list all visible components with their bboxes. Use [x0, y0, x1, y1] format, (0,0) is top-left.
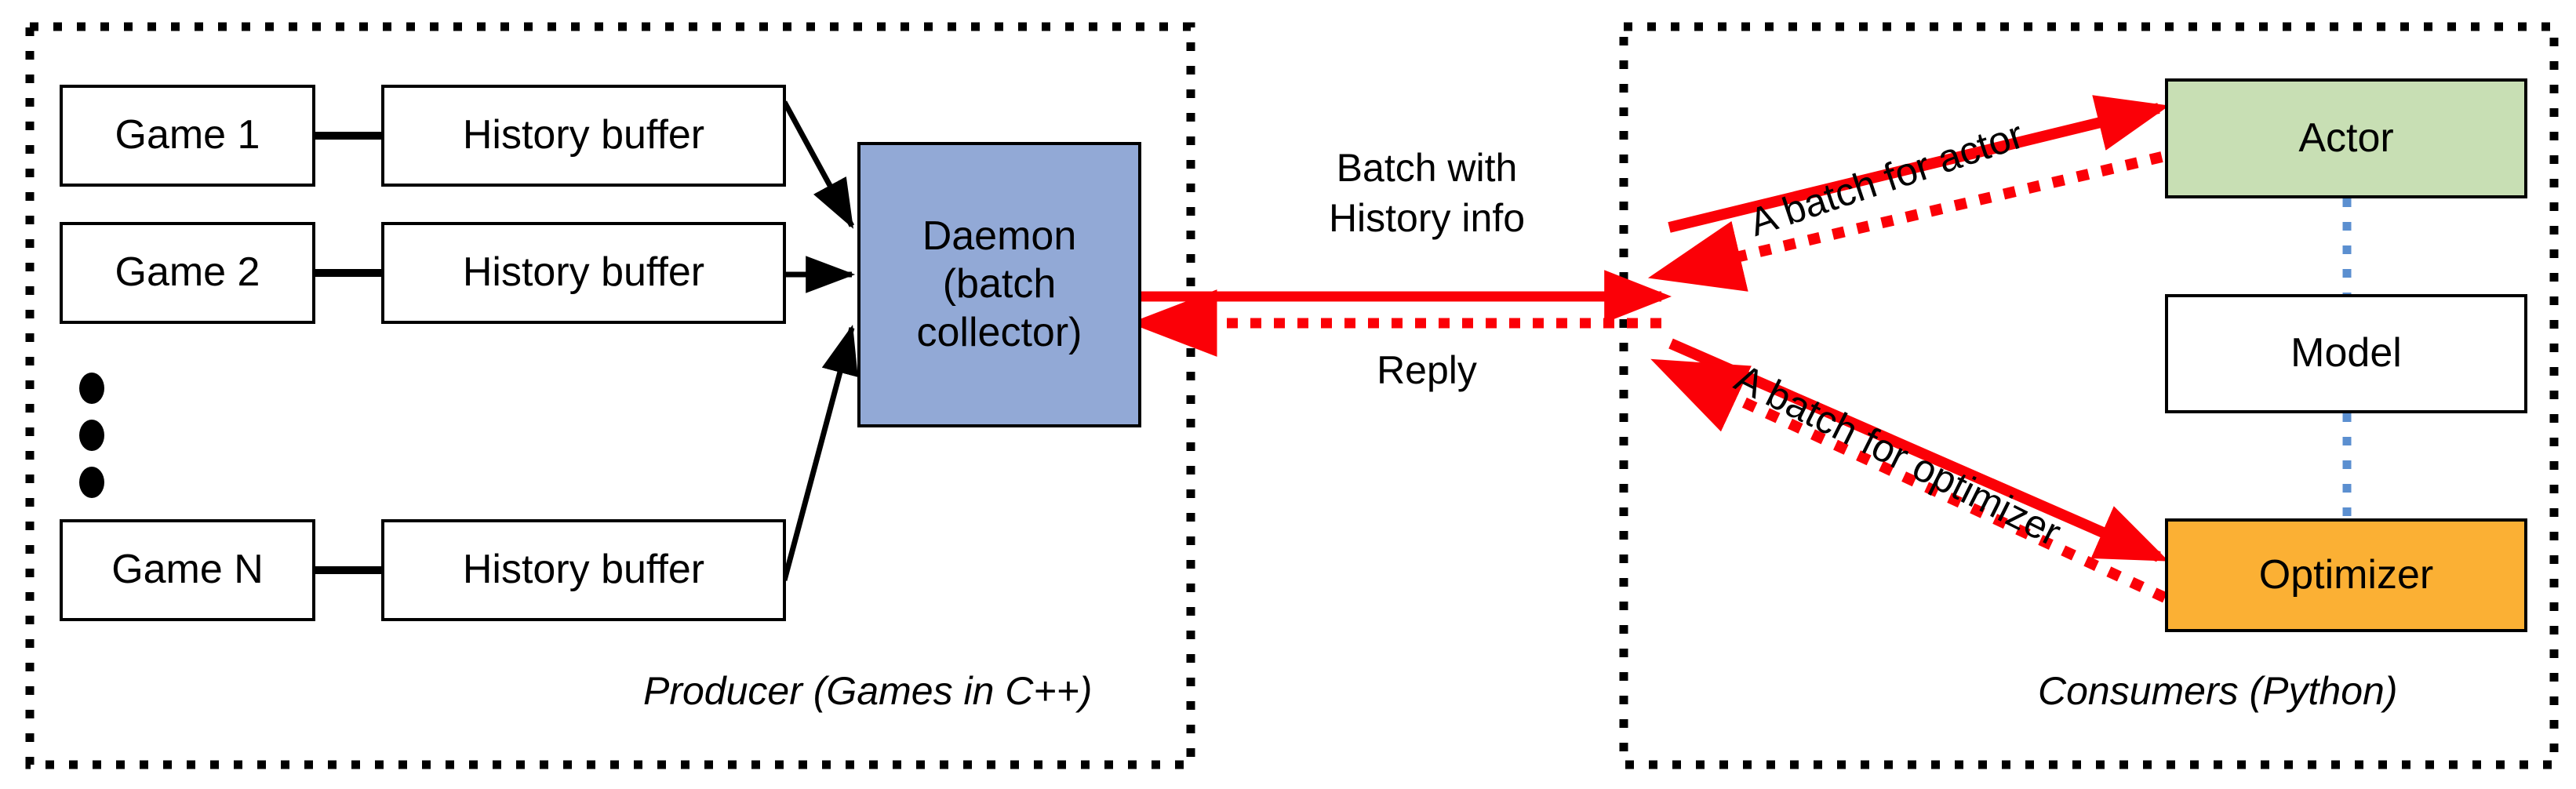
optimizer-box[interactable]: Optimizer: [2165, 518, 2527, 632]
history-buffer-box-2-label: History buffer: [462, 249, 705, 296]
daemon-box-label: Daemon (batch collector): [916, 213, 1082, 355]
history-buffer-box-2[interactable]: History buffer: [381, 222, 786, 324]
arrow-batch-for-actor: [1668, 95, 2170, 233]
ellipsis-dot-3: [79, 467, 104, 498]
arrow-buffer1-to-daemon: [781, 100, 855, 229]
history-buffer-box-1-label: History buffer: [462, 112, 705, 158]
arrow-optimizer-reply: [1650, 358, 2167, 603]
history-buffer-box-n-label: History buffer: [462, 547, 705, 593]
optimizer-box-label: Optimizer: [2258, 551, 2434, 598]
game-box-1[interactable]: Game 1: [60, 85, 315, 187]
history-buffer-box-1[interactable]: History buffer: [381, 85, 786, 187]
producer-panel-border: [25, 22, 1195, 769]
daemon-box[interactable]: Daemon (batch collector): [857, 142, 1141, 427]
actor-box-label: Actor: [2298, 115, 2394, 161]
actor-box[interactable]: Actor: [2165, 78, 2527, 198]
batch-request-label: Batch with History info: [1328, 146, 1526, 240]
history-buffer-box-n[interactable]: History buffer: [381, 519, 786, 621]
model-box-label: Model: [2290, 330, 2402, 376]
game-box-1-label: Game 1: [115, 112, 260, 158]
game-box-2-label: Game 2: [115, 249, 260, 296]
model-box[interactable]: Model: [2165, 294, 2527, 413]
consumer-panel-border: [1619, 22, 2559, 769]
reply-label: Reply: [1377, 348, 1477, 392]
ellipsis-dot-1: [79, 373, 104, 404]
consumer-panel-caption: Consumers (Python): [2038, 669, 2398, 713]
game-box-2[interactable]: Game 2: [60, 222, 315, 324]
arrow-bufferN-to-daemon: [781, 324, 858, 581]
arrow-batch-for-optimizer: [1668, 338, 2169, 562]
producer-panel-caption: Producer (Games in C++): [643, 669, 1093, 713]
game-box-n-label: Game N: [111, 547, 264, 593]
game-box-n[interactable]: Game N: [60, 519, 315, 621]
arrow-actor-reply: [1647, 151, 2163, 292]
ellipsis-dot-2: [79, 420, 104, 451]
